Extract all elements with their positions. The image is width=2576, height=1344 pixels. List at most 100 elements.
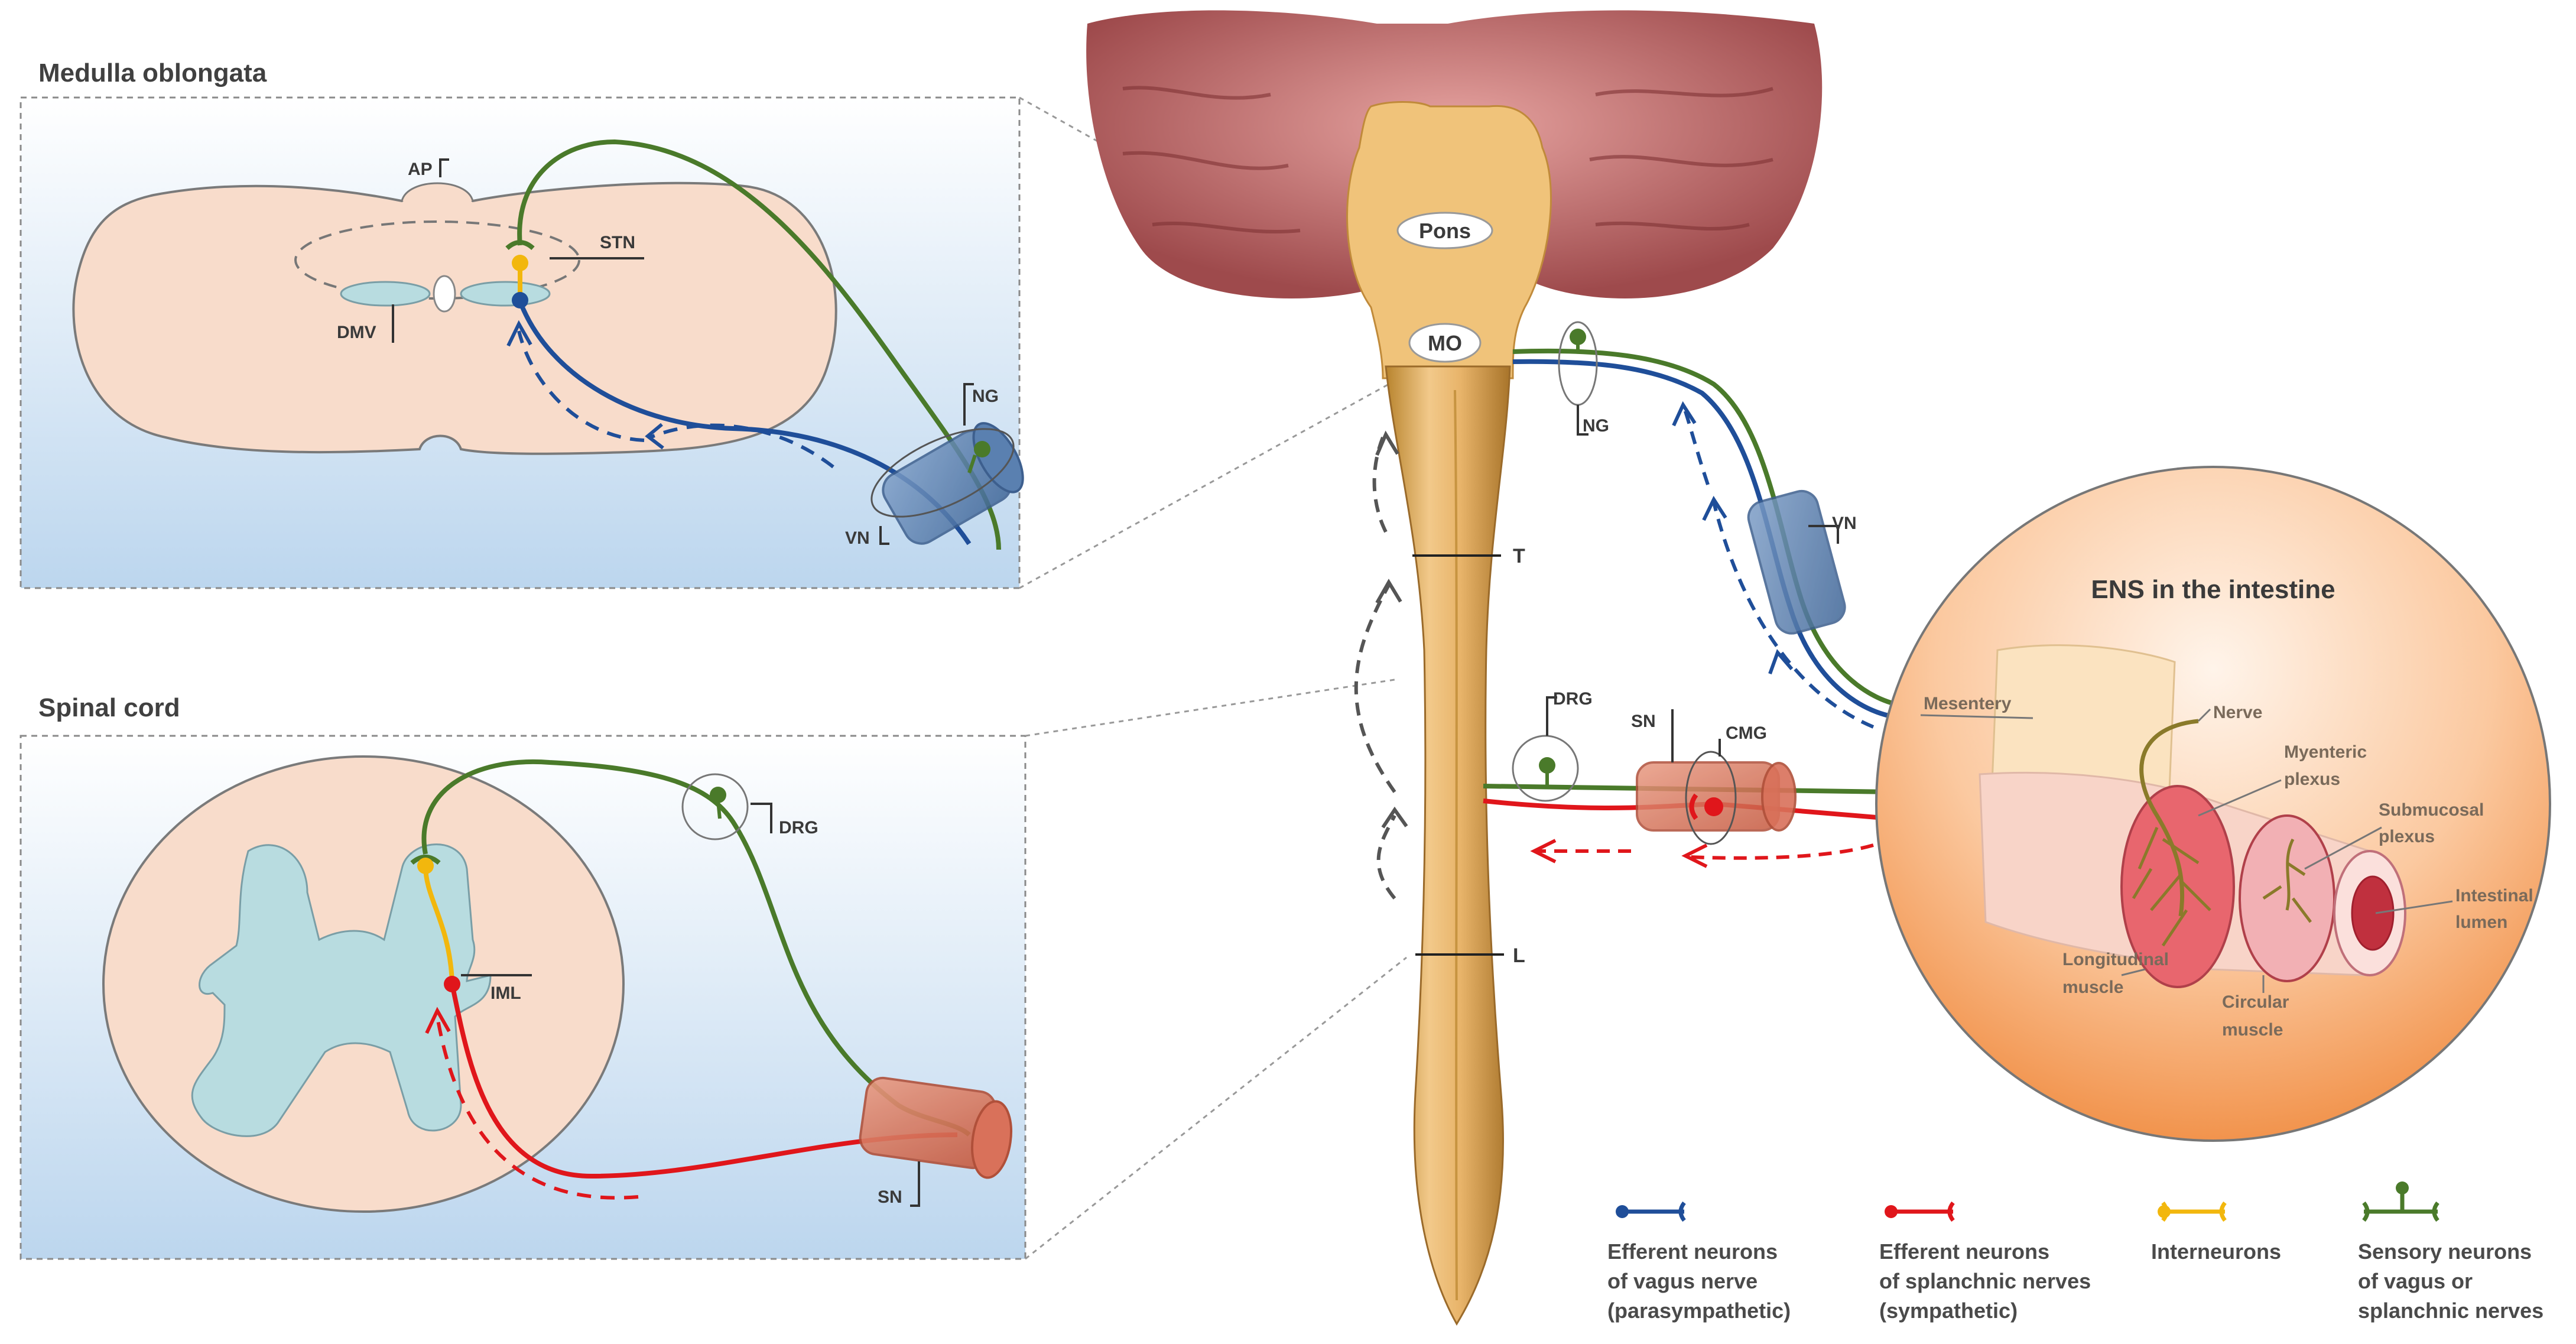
longitudinal-leader <box>2121 968 2146 976</box>
legend-sensory-line-1: Sensory neurons <box>2358 1239 2532 1264</box>
mo-label: MO <box>1428 331 1462 355</box>
ascending-dashed-1 <box>1376 814 1396 900</box>
medulla-afferent-dashed <box>649 423 834 469</box>
legend: Efferent neurons of vagus nerve (parasym… <box>1607 1181 2543 1323</box>
legend-splanchnic-efferent-line-2: of splanchnic nerves <box>1879 1269 2091 1293</box>
vagus-arrowhead-1 <box>1672 401 1697 427</box>
ap-label: AP <box>408 160 433 179</box>
ens-title: ENS in the intestine <box>2091 575 2335 604</box>
submucosal-plexus <box>2262 838 2312 923</box>
spinal-afferent-dashed <box>436 1016 639 1200</box>
cmg-label: CMG <box>1726 723 1767 743</box>
brain-ng-label: NG <box>1583 416 1609 436</box>
legend-sensory-line-3: splanchnic nerves <box>2358 1298 2543 1323</box>
spinal-panel: Spinal cord DRG IML SN <box>20 693 1026 1260</box>
spinal-arrowhead <box>425 1007 451 1034</box>
drg-tick <box>751 803 772 833</box>
brain-folds <box>1122 86 1773 233</box>
vagus-afferent-dashed-2 <box>1682 407 1710 485</box>
connector-spinal-top <box>1025 679 1395 737</box>
circular-label-2: muscle <box>2222 1020 2283 1040</box>
legend-sensory-line-2: of vagus or <box>2358 1269 2473 1293</box>
splanchnic-afferent-dashed <box>1690 843 1874 860</box>
legend-interneuron-marker <box>2158 1205 2171 1218</box>
submucosal-label-2: plexus <box>2379 827 2435 846</box>
dmv-nucleus-left <box>340 281 431 307</box>
medulla-arrowhead-2 <box>645 423 664 450</box>
lumen-label-1: Intestinal <box>2455 886 2533 905</box>
medulla-sensory-terminal <box>505 240 535 251</box>
spinal-drg-ring <box>681 773 749 840</box>
legend-vagal-efferent-line-2: of vagus nerve <box>1607 1269 1758 1293</box>
pons-oval <box>1396 212 1493 249</box>
ascending-arrowhead-3 <box>1381 806 1408 829</box>
nerve-label: Nerve <box>2213 703 2262 722</box>
brain-drg-ring <box>1512 735 1579 802</box>
legend-vagal-efferent-line <box>1622 1201 1686 1222</box>
legend-item-vagal-efferent: Efferent neurons of vagus nerve (parasym… <box>1607 1201 1791 1323</box>
area-postrema <box>401 182 474 202</box>
sn-label: SN <box>878 1187 902 1207</box>
lumen-leader <box>2375 900 2453 914</box>
vn-tick <box>879 526 889 545</box>
spinal-interneuron <box>423 865 454 982</box>
lumen-label-2: lumen <box>2455 913 2507 932</box>
medulla-ng-cell <box>974 441 990 457</box>
circular-muscle-ring <box>2239 814 2335 982</box>
t-label: T <box>1513 545 1525 567</box>
submucosal-leader <box>2304 826 2382 870</box>
medulla-efferent-body <box>512 292 528 309</box>
cord-midline <box>1454 389 1458 1301</box>
ap-tick <box>439 158 449 177</box>
medulla-panel-title: Medulla oblongata <box>38 59 267 87</box>
vagus-sensory-fiber <box>1512 348 1909 709</box>
cmg-synapse <box>1689 793 1698 820</box>
cmg-cell <box>1704 797 1723 816</box>
vagus-afferent-dashed <box>1712 502 1875 729</box>
ng-tick <box>963 383 974 426</box>
longitudinal-label-1: Longitudinal <box>2062 950 2169 969</box>
spinal-drg-cell <box>710 787 726 803</box>
brain-drg-cell <box>1539 757 1555 774</box>
myenteric-label-1: Myenteric <box>2284 742 2367 762</box>
spinal-interneuron-body <box>417 858 434 874</box>
l-label: L <box>1513 944 1525 967</box>
myenteric-plexus <box>2132 827 2211 947</box>
mo-oval <box>1408 323 1482 363</box>
brain-ng-tick <box>1577 405 1589 436</box>
spinal-splanchnic-efferent <box>450 983 958 1179</box>
ens-panel: ENS in the intestine Mesentery Nerve Mye… <box>1875 466 2551 1142</box>
longitudinal-label-2: muscle <box>2062 978 2123 997</box>
medulla-cross-section <box>72 181 837 455</box>
legend-splanchnic-efferent-line-1: Efferent neurons <box>1879 1239 2049 1264</box>
vagus-arrowhead-3 <box>1768 649 1794 675</box>
iml-label: IML <box>490 983 521 1003</box>
legend-sensory-line <box>2362 1194 2439 1222</box>
nerve-leader <box>2197 708 2211 722</box>
pons-label: Pons <box>1419 219 1471 243</box>
spinal-panel-title: Spinal cord <box>38 693 180 722</box>
legend-item-splanchnic-efferent: Efferent neurons of splanchnic nerves (s… <box>1879 1201 2091 1323</box>
myenteric-label-2: plexus <box>2284 770 2340 789</box>
mesentery-leader <box>1920 714 2033 719</box>
ascending-arrowhead-1 <box>1375 430 1399 456</box>
circular-label-1: Circular <box>2222 992 2289 1012</box>
legend-item-interneuron: Interneurons <box>2151 1201 2281 1264</box>
submucosal-label-1: Submucosal <box>2379 800 2484 820</box>
vagus-arrowhead-2 <box>1702 495 1727 521</box>
splanchnic-nerve-tube <box>1636 761 1797 832</box>
drg-label: DRG <box>779 818 818 837</box>
splanchnic-arrowhead-2 <box>1530 839 1557 863</box>
medulla-interneuron-body <box>512 255 528 271</box>
intestinal-lumen <box>2351 875 2395 951</box>
dmv-label: DMV <box>337 323 376 342</box>
myenteric-leader <box>2198 779 2282 817</box>
brain-and-cord: Pons MO T L <box>1086 10 1823 1326</box>
central-canal <box>433 275 456 313</box>
splanchnic-arrowhead-1 <box>1681 843 1708 868</box>
ascending-dashed-2 <box>1354 584 1396 793</box>
medulla-arrowhead <box>506 320 532 347</box>
legend-vagal-efferent-line-1: Efferent neurons <box>1607 1239 1778 1264</box>
spinal-sensory-terminal <box>410 855 441 865</box>
spinal-sn-nerve-tube <box>859 1076 1012 1179</box>
